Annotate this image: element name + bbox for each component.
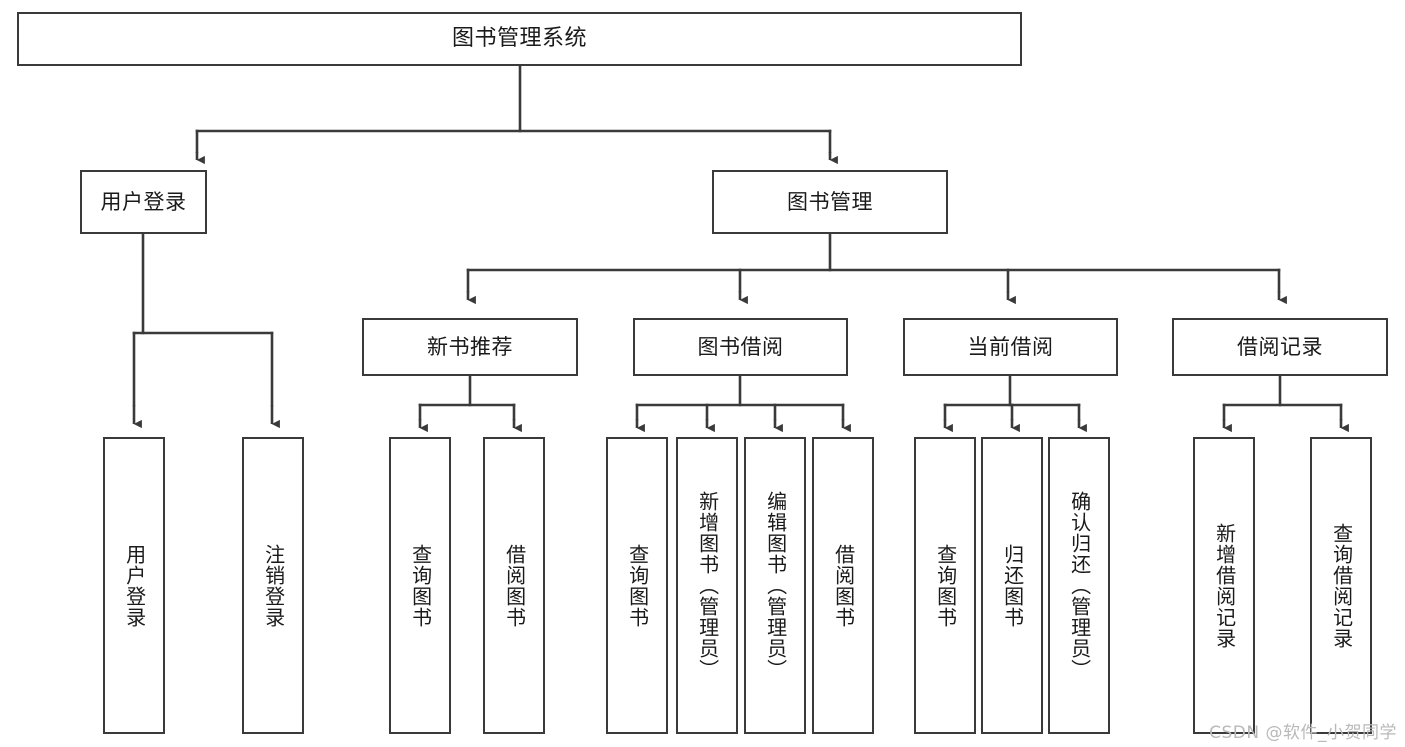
node-label: 归还图书 (1000, 543, 1025, 628)
node-label: 图书管理系统 (451, 26, 587, 52)
node-leaf-recommend-query-book[interactable]: 查询图书 (389, 437, 451, 734)
node-label: 查询图书 (408, 543, 433, 628)
node-label: 确认归还（管理员） (1067, 491, 1092, 680)
node-label: 新书推荐 (427, 334, 513, 359)
node-leaf-logout[interactable]: 注销登录 (242, 437, 304, 734)
node-leaf-borrow-query-book[interactable]: 查询图书 (606, 437, 668, 734)
node-leaf-recommend-borrow-book[interactable]: 借阅图书 (483, 437, 545, 734)
node-label: 图书管理 (787, 189, 873, 214)
node-label: 查询图书 (625, 543, 650, 628)
node-root-book-management-system[interactable]: 图书管理系统 (17, 12, 1022, 66)
node-user-login[interactable]: 用户登录 (80, 170, 207, 234)
node-leaf-confirm-return-admin[interactable]: 确认归还（管理员） (1048, 437, 1110, 734)
node-leaf-query-borrow-record[interactable]: 查询借阅记录 (1310, 437, 1372, 734)
node-label: 借阅记录 (1237, 334, 1323, 359)
node-new-book-recommend[interactable]: 新书推荐 (362, 318, 578, 376)
node-leaf-add-book-admin[interactable]: 新增图书（管理员） (676, 437, 738, 734)
csdn-watermark: CSDN @软件_小贺同学 (1209, 723, 1397, 743)
node-label: 新增图书（管理员） (695, 491, 720, 680)
node-book-borrow[interactable]: 图书借阅 (633, 318, 848, 376)
node-label: 编辑图书（管理员） (763, 491, 788, 680)
node-current-borrow[interactable]: 当前借阅 (903, 318, 1118, 376)
node-label: 当前借阅 (967, 334, 1054, 359)
node-book-management[interactable]: 图书管理 (712, 170, 948, 234)
node-label: 查询图书 (933, 543, 958, 628)
node-leaf-borrow-book[interactable]: 借阅图书 (812, 437, 874, 734)
node-label: 用户登录 (122, 543, 147, 628)
node-label: 借阅图书 (831, 543, 856, 628)
node-label: 图书借阅 (697, 334, 784, 359)
node-leaf-edit-book-admin[interactable]: 编辑图书（管理员） (744, 437, 806, 734)
node-label: 查询借阅记录 (1329, 522, 1354, 649)
node-label: 用户登录 (100, 189, 187, 214)
node-label: 新增借阅记录 (1212, 522, 1237, 649)
node-leaf-add-borrow-record[interactable]: 新增借阅记录 (1193, 437, 1255, 734)
node-leaf-return-book[interactable]: 归还图书 (981, 437, 1043, 734)
node-label: 借阅图书 (502, 543, 527, 628)
node-borrow-record[interactable]: 借阅记录 (1172, 318, 1388, 376)
node-leaf-current-query-book[interactable]: 查询图书 (914, 437, 976, 734)
node-label: 注销登录 (261, 543, 286, 628)
node-leaf-user-login[interactable]: 用户登录 (103, 437, 165, 734)
